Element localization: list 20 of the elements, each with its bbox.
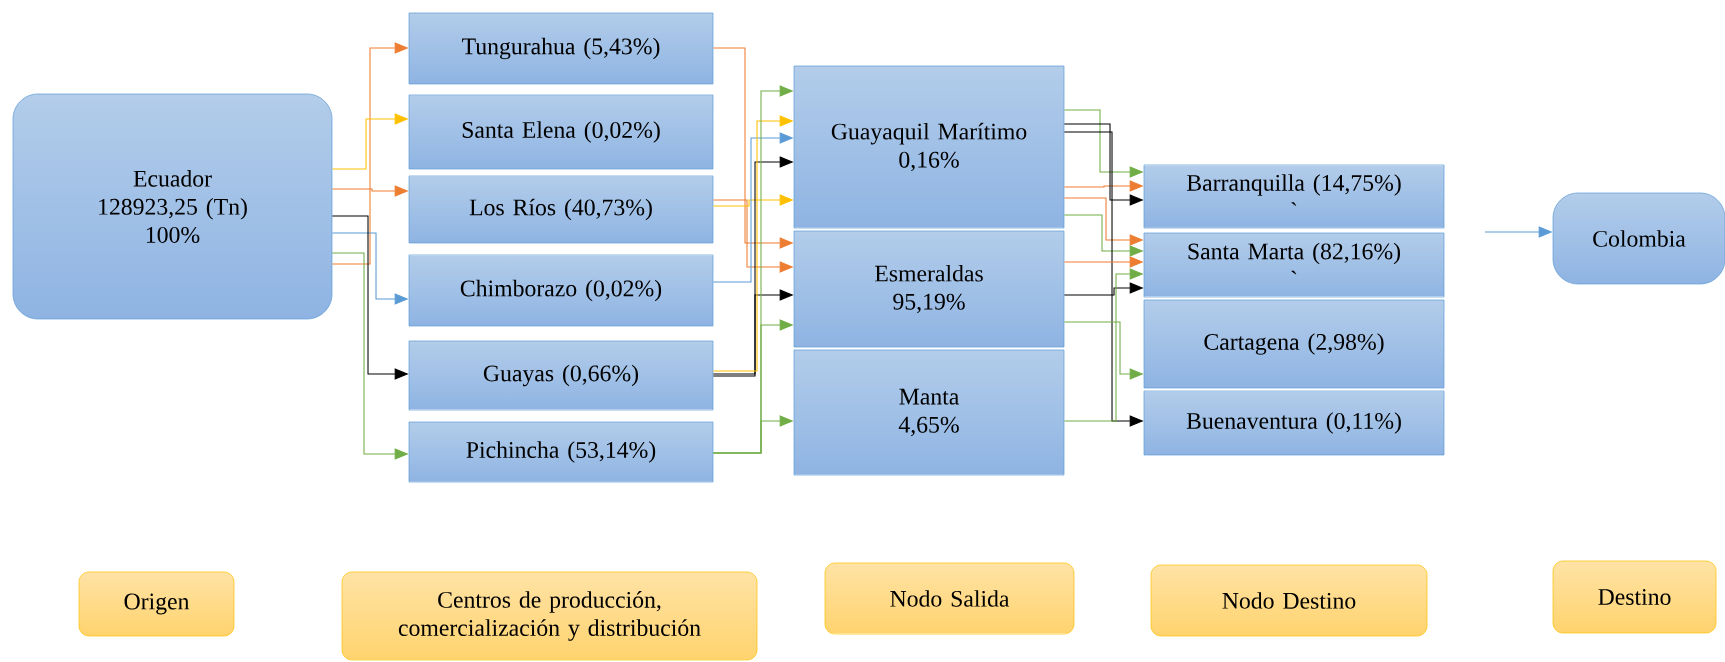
process-box: Manta 4,65% bbox=[793, 349, 1065, 476]
category-box: Nodo Salida bbox=[824, 562, 1075, 635]
process-box: Guayas (0,66%) bbox=[408, 340, 714, 411]
process-box: Santa Elena (0,02%) bbox=[408, 94, 714, 170]
process-box: Barranquilla (14,75%) ` bbox=[1143, 164, 1445, 229]
process-box: Tungurahua (5,43%) bbox=[408, 12, 714, 85]
category-box: Nodo Destino bbox=[1150, 564, 1428, 637]
category-box: Origen bbox=[78, 571, 235, 637]
category-box: Destino bbox=[1552, 560, 1717, 634]
process-box: Los Ríos (40,73%) bbox=[408, 175, 714, 244]
process-box: Guayaquil Marítimo 0,16% bbox=[793, 65, 1065, 229]
process-box: Buenaventura (0,11%) bbox=[1143, 390, 1445, 456]
process-box: Chimborazo (0,02%) bbox=[408, 254, 714, 327]
process-box: Cartagena (2,98%) bbox=[1143, 299, 1445, 389]
rounded-box: Colombia bbox=[1552, 192, 1725, 285]
process-box: Santa Marta (82,16%) ` bbox=[1143, 232, 1445, 298]
process-box: Pichincha (53,14%) bbox=[408, 421, 714, 483]
category-box: Centros de producción, comercialización y distribución bbox=[341, 571, 758, 661]
rounded-box: Ecuador 128923,25 (Tn) 100% bbox=[12, 93, 333, 320]
process-box: Esmeraldas 95,19% bbox=[793, 230, 1065, 348]
